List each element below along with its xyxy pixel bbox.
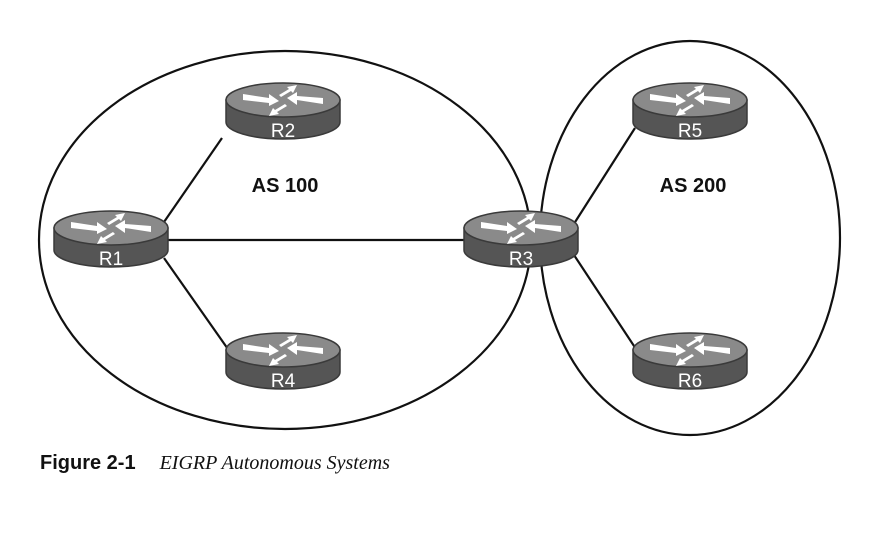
router-r2: R2	[225, 82, 341, 142]
as200-label: AS 200	[660, 175, 727, 197]
link-r1-r2	[163, 137, 223, 223]
router-label-r4: R4	[271, 371, 296, 392]
link-r3-r5	[569, 127, 636, 231]
figure-number: Figure 2-1	[40, 452, 136, 474]
link-r1-r4	[163, 257, 231, 353]
link-r3-r6	[571, 251, 641, 356]
router-r5: R5	[632, 82, 748, 142]
router-r6: R6	[632, 332, 748, 392]
router-label-r5: R5	[678, 121, 702, 142]
router-label-r2: R2	[271, 121, 295, 142]
router-label-r6: R6	[678, 371, 702, 392]
router-r1: R1	[53, 210, 169, 270]
router-r4: R4	[225, 332, 341, 392]
figure-caption: Figure 2-1 EIGRP Autonomous Systems	[40, 452, 390, 475]
router-label-r1: R1	[99, 249, 123, 270]
as100-label: AS 100	[252, 175, 319, 197]
router-r3: R3	[463, 210, 579, 270]
network-diagram: AS 100 AS 200 R1 R2 R3 R4 R5 R6	[37, 39, 842, 437]
figure-title: EIGRP Autonomous Systems	[159, 452, 390, 474]
router-label-r3: R3	[509, 249, 533, 270]
